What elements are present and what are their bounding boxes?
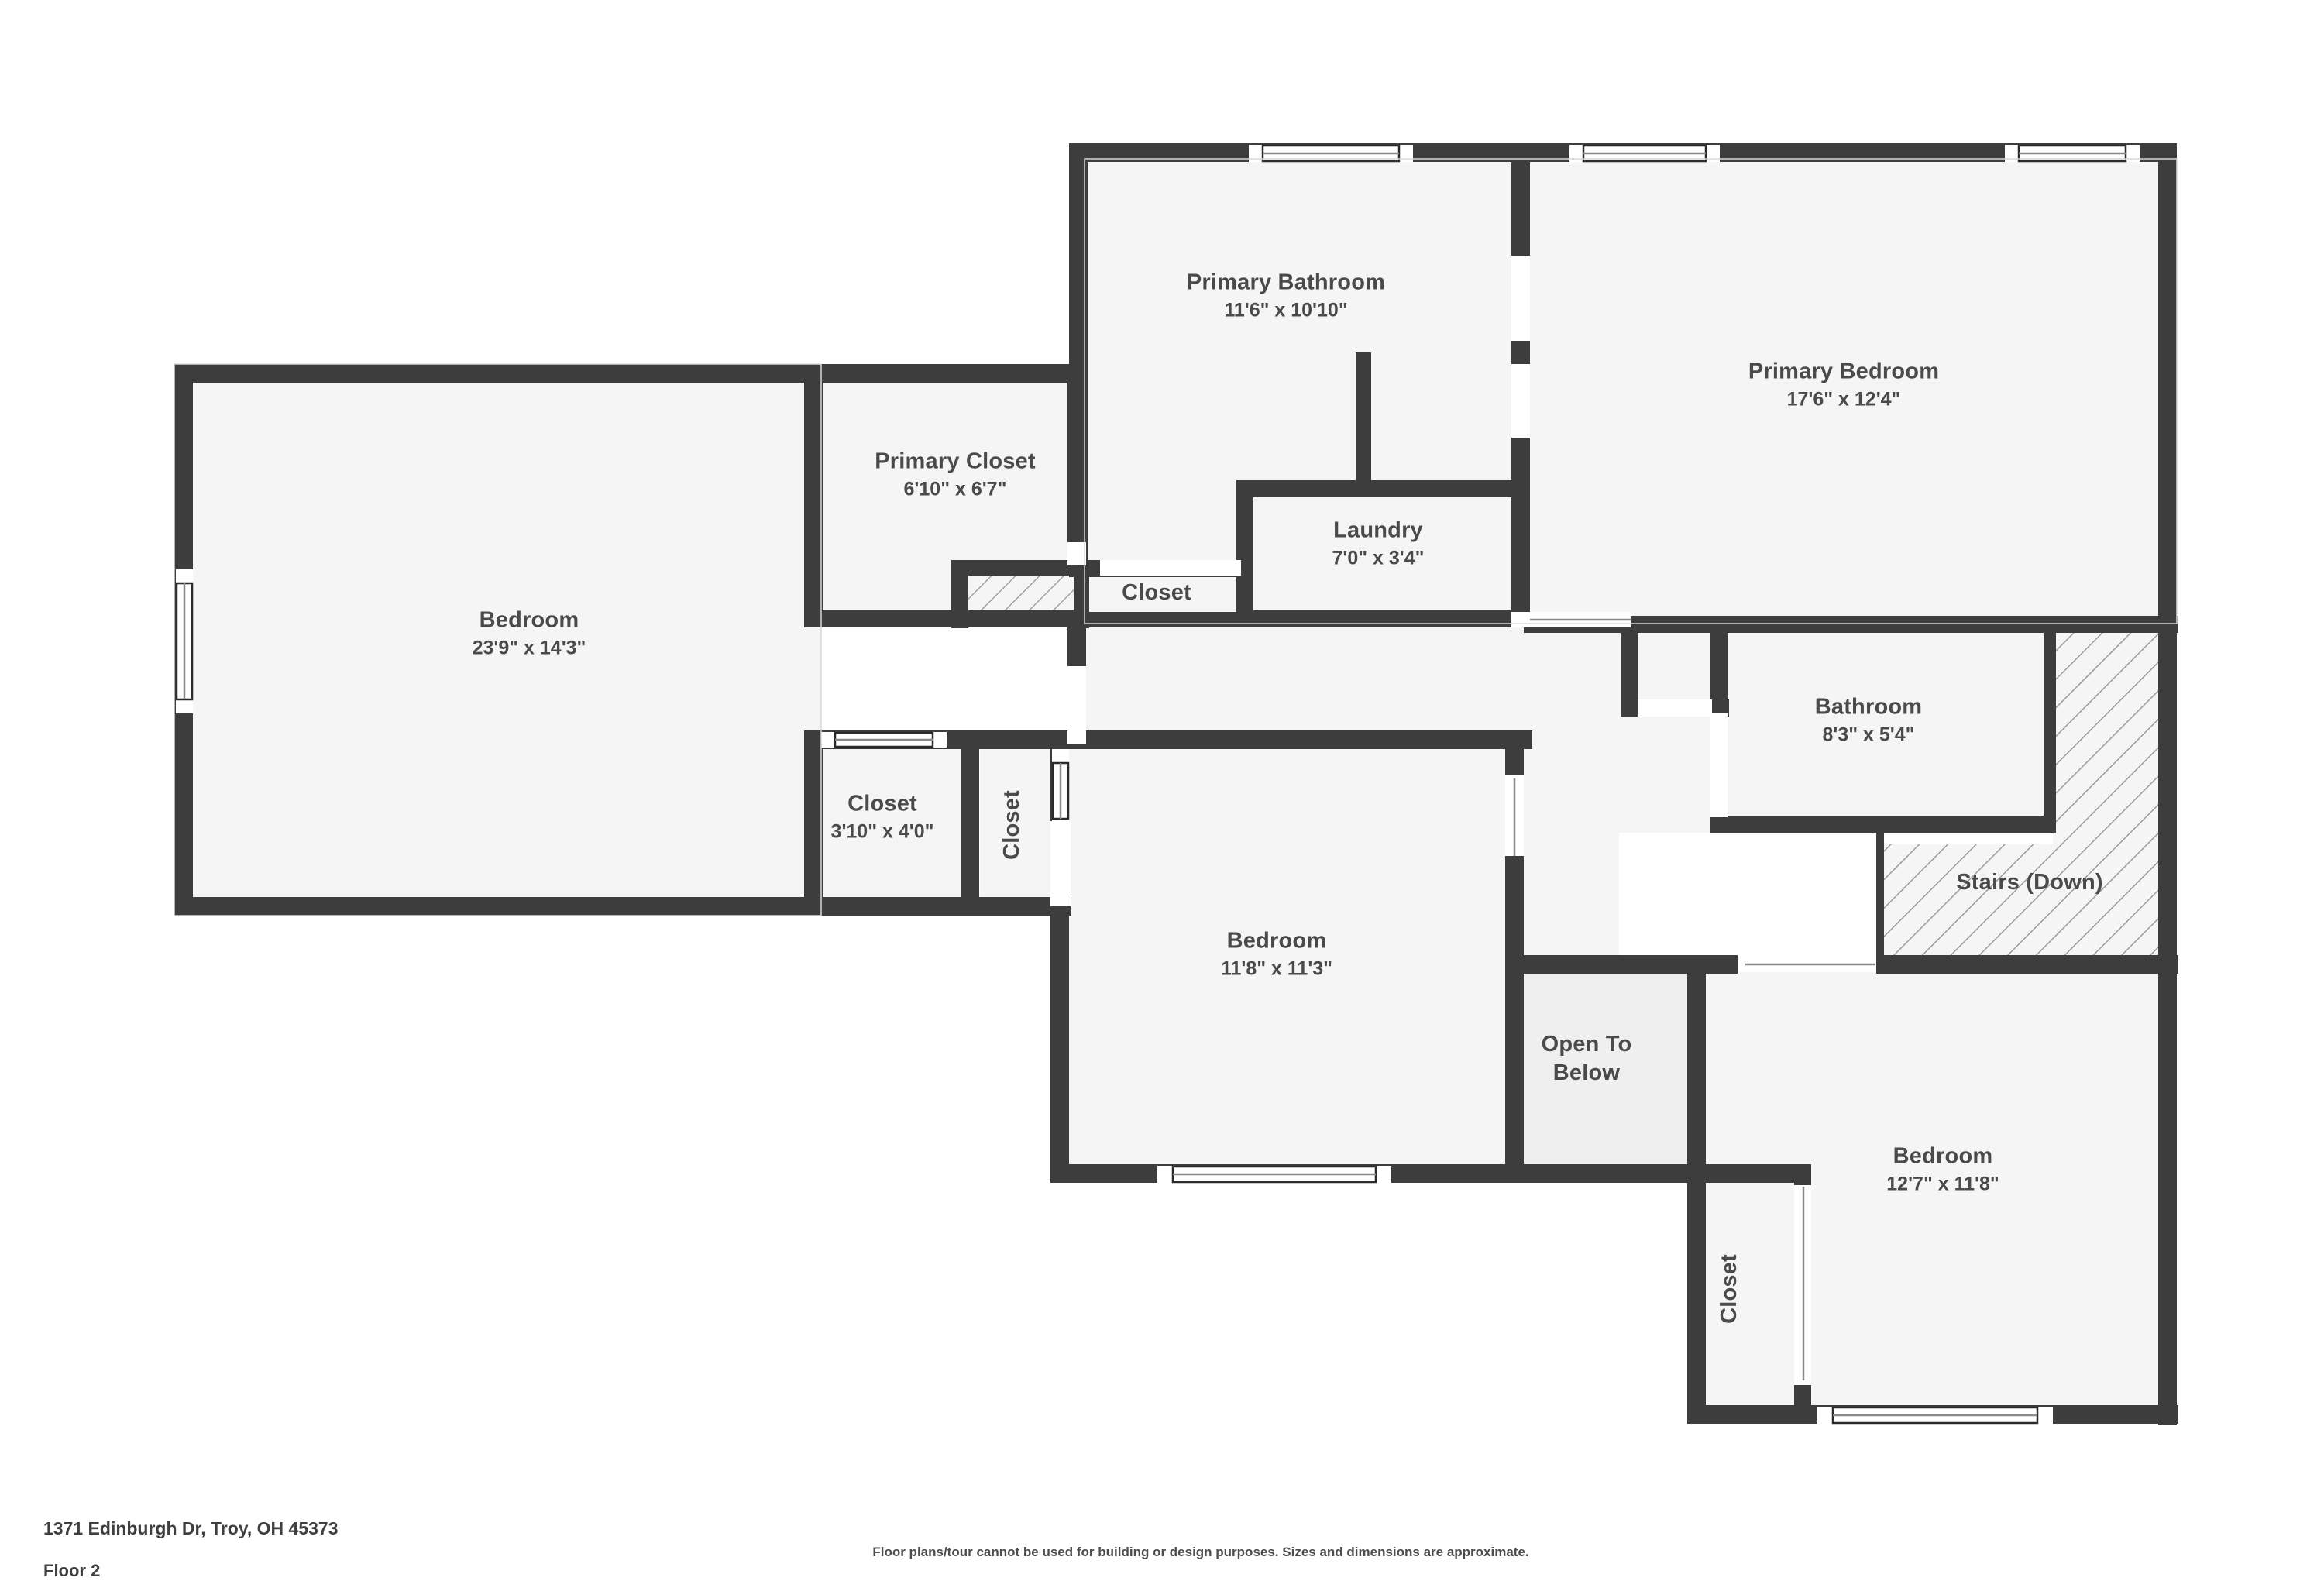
fill-bedroom-center	[1069, 748, 1522, 1181]
wall-nook-right	[1710, 616, 1728, 715]
room-fills	[174, 159, 2177, 1414]
wall-closets-bottom	[804, 897, 1071, 916]
wall-below-primary	[1524, 616, 2178, 633]
footer-info: 1371 Edinburgh Dr, Troy, OH 45373 Floor …	[43, 1518, 741, 1581]
wall-right-stairs	[2158, 616, 2177, 964]
window-closet-left	[821, 731, 947, 748]
door-bathroom	[1710, 713, 1728, 817]
wall-closets-divider	[961, 748, 979, 899]
wall-closet-laundry-bottom	[1089, 612, 1252, 627]
wall-otb-bottom	[1505, 1164, 1707, 1183]
door-laundry-gap	[1511, 612, 1530, 627]
window-bedroom-br-bottom	[1817, 1406, 2053, 1425]
windows	[175, 144, 2140, 1425]
fill-closet-bottom	[1700, 1185, 1801, 1410]
window-bedroom-center-right	[1507, 778, 1522, 856]
wall-bedroom-left-east-upper	[804, 364, 823, 620]
stairs-hatch-lower	[1882, 844, 2177, 957]
wall-stairs-left	[1876, 833, 1884, 961]
wall-bedroom-left-bottom	[174, 897, 821, 916]
wall-right-bottom	[2158, 964, 2177, 1425]
wall-otb-right	[1687, 955, 1706, 1184]
wall-right-primary	[2158, 143, 2177, 624]
floor-plan-canvas: Primary Bathroom 11'6" x 10'10" Primary …	[174, 143, 2178, 1425]
wall-laundry-left	[1236, 480, 1253, 627]
room-edge-accents	[174, 158, 2178, 916]
wall-closet-bottom-top	[1687, 1164, 1811, 1183]
window-closet-bottom-door	[1796, 1187, 1811, 1380]
wall-small-closet-right	[1074, 560, 1089, 628]
window-closet-hall	[1051, 749, 1070, 833]
property-address: 1371 Edinburgh Dr, Troy, OH 45373	[43, 1518, 339, 1538]
fill-laundry	[1251, 496, 1518, 624]
window-bedroom-center-bottom	[1157, 1165, 1391, 1184]
window-primary-bedroom-1	[1569, 144, 1720, 163]
wall-primary-closet-bottom	[804, 610, 1083, 627]
floor-label: Floor 2	[43, 1561, 101, 1580]
wall-closet-bottom-left	[1687, 1164, 1706, 1411]
fill-primary-bedroom	[1530, 159, 2177, 616]
wall-bathroom-bottom	[1710, 816, 2055, 833]
window-laundry-right	[1530, 612, 1631, 627]
disclaimer-text: Floor plans/tour cannot be used for buil…	[872, 1545, 1529, 1559]
window-primary-bathroom	[1249, 144, 1413, 163]
window-bedroom-left-west	[175, 569, 194, 713]
wall-small-closet-top	[951, 560, 1089, 576]
door-closet-laundry	[1100, 560, 1241, 576]
door-nook	[1638, 699, 1712, 717]
door-primary-bedroom	[1511, 256, 1530, 341]
wall-bathroom-right	[2044, 631, 2056, 833]
fill-hall	[1069, 624, 1522, 748]
wall-small-closet-left	[951, 560, 968, 628]
fill-bathroom	[1728, 631, 2053, 821]
door-closet-hall	[1050, 821, 1071, 906]
window-primary-bedroom-2	[2005, 144, 2140, 163]
wall-nook-left	[1621, 616, 1638, 715]
window-stairs-opening	[1745, 957, 1875, 972]
wall-laundry-bottom	[1236, 610, 1527, 627]
fill-bedroom-left	[174, 364, 821, 906]
walls	[174, 143, 2178, 1425]
wall-bath-partition	[1356, 352, 1371, 480]
floor-plan-drawing	[174, 143, 2178, 1425]
wall-primary-closet-east	[1067, 364, 1086, 565]
wall-laundry-top	[1236, 480, 1527, 497]
wall-bedroom-center-right-upper	[1505, 730, 1524, 994]
wall-bedroom-left-top	[174, 364, 1069, 383]
wall-bedroom-center-right-lower	[1505, 955, 1524, 1181]
wall-br-top-right	[1876, 955, 2178, 974]
fill-open-to-below	[1518, 972, 1697, 1181]
door-primary-closet	[1067, 542, 1086, 565]
door-hall	[1067, 666, 1086, 744]
wall-bedroom-left-east-lower	[804, 748, 823, 914]
door-primary-bath	[1511, 364, 1530, 438]
fill-closet-left	[813, 748, 976, 914]
